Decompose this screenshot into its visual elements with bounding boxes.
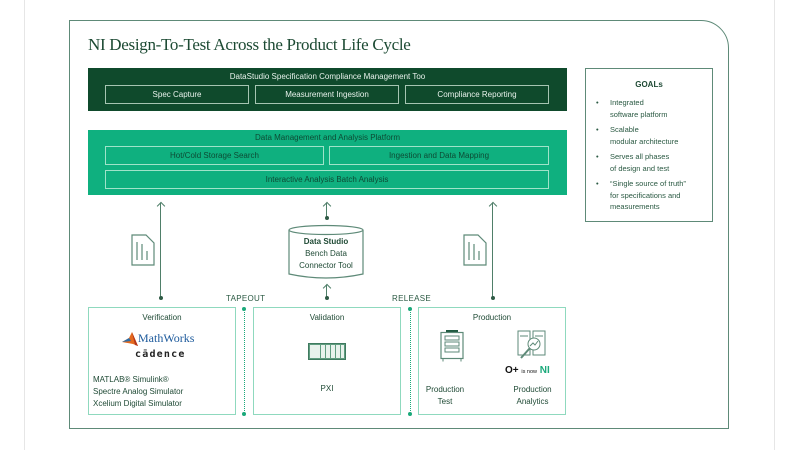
arrow-validation-line — [326, 285, 328, 299]
phase-validation-title: Validation — [309, 313, 345, 322]
goal-item: • Integrated software platform — [596, 97, 708, 121]
phase-verification-title: Verification — [142, 313, 182, 322]
module-spec-capture: Spec Capture — [105, 85, 249, 104]
goal-text: Integrated — [610, 98, 644, 107]
tapeout-separator — [243, 312, 245, 411]
label-line: Production — [425, 385, 465, 394]
module-analysis: Interactive Analysis Batch Analysis — [105, 170, 549, 189]
separator-dot — [408, 412, 412, 416]
production-test-label: Production Test — [420, 384, 470, 408]
arrow-connector-line — [326, 203, 328, 219]
goal-text: Scalable — [610, 125, 639, 134]
bullet-icon: • — [596, 179, 599, 188]
badge-is-now: is now — [521, 369, 537, 375]
production-analytics-label: Production Analytics — [505, 384, 560, 408]
goal-text: “Single source of truth” — [610, 179, 686, 188]
connector-subtitle: Connector Tool — [299, 261, 353, 270]
label-line: Production — [513, 385, 552, 394]
arrow-origin-dot — [324, 296, 329, 300]
goal-item: • “Single source of truth” for specificat… — [596, 178, 708, 214]
pxi-chassis-icon — [308, 343, 346, 360]
platform-layer — [88, 130, 567, 195]
diagram-title: NI Design-To-Test Across the Product Lif… — [88, 35, 411, 54]
verification-tools: MATLAB® Simulink® Spectre Analog Simulat… — [93, 374, 183, 410]
label-line: Test — [437, 397, 453, 406]
separator-dot — [242, 307, 246, 311]
goal-item: • Scalable modular architecture — [596, 124, 708, 148]
phase-production-title: Production — [472, 313, 512, 322]
module-hot-cold-storage: Hot/Cold Storage Search — [105, 146, 324, 165]
connector-title: Data Studio — [303, 237, 349, 246]
arrow-origin-dot — [158, 296, 163, 300]
mathworks-logo-icon — [122, 332, 138, 346]
database-cylinder-icon — [288, 224, 364, 279]
production-tester-icon — [440, 330, 464, 362]
goal-text: software platform — [610, 109, 668, 119]
milestone-release: RELEASE — [392, 294, 432, 303]
pxi-label: PXI — [320, 384, 334, 393]
connector-subtitle: Bench Data — [305, 249, 347, 258]
goals-title: GOALs — [635, 80, 663, 89]
connector-tool-label: Data Studio Bench Data Connector Tool — [288, 236, 364, 272]
document-chart-icon — [131, 234, 155, 266]
arrow-production-line — [492, 203, 494, 299]
module-measurement-ingestion: Measurement Ingestion — [255, 85, 399, 104]
release-separator — [409, 312, 411, 411]
bullet-icon: • — [596, 98, 599, 107]
goals-panel — [585, 68, 713, 222]
document-chart-icon — [463, 234, 487, 266]
analytics-magnifier-icon — [517, 330, 546, 359]
page-margin-left — [24, 0, 25, 450]
module-ingestion-mapping: Ingestion and Data Mapping — [329, 146, 549, 165]
phase-validation — [253, 307, 401, 415]
bullet-icon: • — [596, 125, 599, 134]
goal-text: modular architecture — [610, 136, 679, 146]
arrow-origin-dot — [324, 216, 329, 220]
goal-text: for specifications and — [610, 190, 681, 200]
goal-text: Serves all phases — [610, 152, 670, 161]
tool-spectre: Spectre Analog Simulator — [93, 387, 184, 396]
bullet-icon: • — [596, 152, 599, 161]
mathworks-logo-text: MathWorks — [138, 331, 195, 345]
goal-text: of design and test — [610, 163, 670, 173]
optimal-plus-logo: O+ — [505, 365, 519, 376]
phase-verification — [88, 307, 236, 415]
separator-dot — [408, 307, 412, 311]
separator-dot — [242, 412, 246, 416]
ni-logo: NI — [539, 365, 550, 376]
arrow-verification-line — [160, 203, 162, 299]
tool-matlab-simulink: MATLAB® Simulink® — [93, 375, 169, 384]
compliance-layer-title: DataStudio Specification Compliance Mana… — [229, 72, 426, 81]
optimal-plus-badge: O+ is now NI — [505, 365, 550, 376]
goal-item: • Serves all phases of design and test — [596, 151, 708, 175]
arrow-origin-dot — [490, 296, 495, 300]
platform-layer-title: Data Management and Analysis Platform — [255, 133, 400, 142]
tool-xcelium: Xcelium Digital Simulator — [93, 399, 182, 408]
goal-text: measurements — [610, 202, 660, 211]
milestone-tapeout: TAPEOUT — [226, 294, 266, 303]
page-margin-right — [774, 0, 775, 450]
module-compliance-reporting: Compliance Reporting — [405, 85, 549, 104]
label-line: Analytics — [516, 397, 549, 406]
cadence-logo: cādence — [135, 349, 186, 360]
